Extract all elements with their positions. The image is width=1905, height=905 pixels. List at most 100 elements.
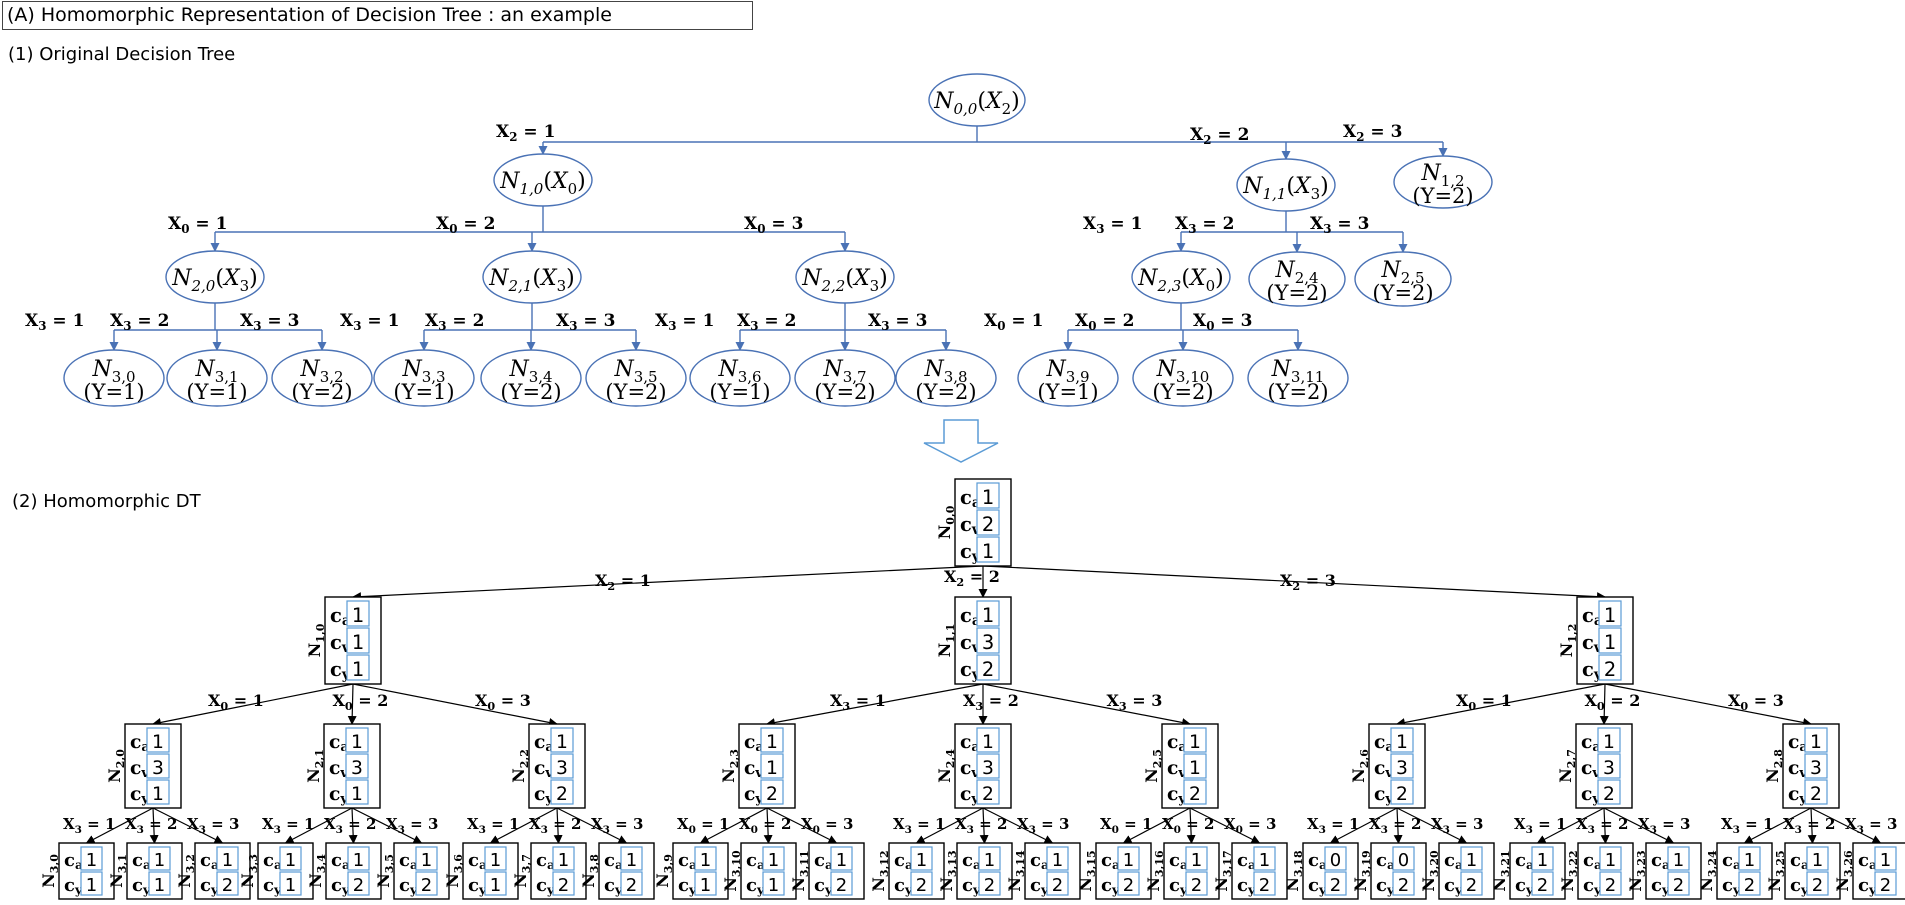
homo-row-label: cy [263, 875, 282, 897]
homo-edge-label: X0 = 3 [1728, 691, 1784, 713]
homo-node-name: N3,22 [1558, 850, 1580, 891]
homo-row-label: ca [960, 486, 981, 511]
homo-cell [550, 727, 574, 753]
homo-edge [766, 807, 838, 844]
homo-cell-value: 3 [982, 758, 994, 779]
homo-node-name: N3,11 [789, 850, 811, 891]
orig-edge-label: X0 = 1 [984, 311, 1043, 333]
homo-edge-label: X3 = 1 [1514, 815, 1566, 836]
homo-cell-value: 1 [982, 732, 994, 753]
homo-node-name: N2,5 [1142, 749, 1164, 783]
homo-cell [1460, 846, 1483, 871]
homo-cell [1667, 846, 1690, 871]
node-ellipse [1017, 349, 1119, 407]
homo-edge-label: X3 = 1 [1721, 815, 1773, 836]
homo-edge-label: X0 = 2 [1585, 691, 1641, 713]
homo-row-label: cv [1374, 757, 1393, 781]
homo-row-label: ca [1582, 604, 1603, 629]
homo-row-label: ca [132, 850, 151, 872]
orig-edge-group [538, 126, 1448, 160]
homo-row-label: cy [1237, 875, 1256, 897]
node-label: N2,0(X3) [171, 266, 258, 295]
node-label: N3,5 [613, 357, 657, 386]
homo-cell-value: 2 [984, 875, 995, 896]
homo-row-label: ca [64, 850, 83, 872]
homo-edge-label: X2 = 1 [595, 571, 651, 593]
homo-cell-value: 1 [984, 850, 995, 871]
homo-cell-value: 1 [1744, 850, 1755, 871]
homo-cell [1804, 779, 1828, 805]
orig-edge-group [109, 303, 327, 351]
orig-node: N3,4(Y=2) [480, 349, 582, 407]
homo-cell [345, 779, 369, 805]
node-ellipse [795, 250, 895, 304]
homo-node-name: N3,5 [374, 854, 396, 888]
homo-cell-value: 1 [1191, 850, 1202, 871]
homo-edge [1807, 807, 1817, 844]
orig-node: N3,2(Y=2) [271, 349, 373, 407]
homo-cell-value: 2 [1810, 784, 1822, 805]
homo-edge [1122, 807, 1191, 844]
homo-row-label: cy [1308, 875, 1327, 897]
orig-node: N1,0(X0) [493, 153, 593, 207]
homo-edge-label: X3 = 1 [262, 815, 314, 836]
homo-row-label: cy [399, 875, 418, 897]
homo-row-label: cy [1101, 875, 1120, 897]
homo-node-name: N2,0 [105, 749, 127, 783]
homo-cell-value: 2 [1812, 875, 1823, 896]
homo-node-name: N1,0 [305, 623, 327, 657]
homo-cell-value: 1 [353, 850, 364, 871]
homo-node-name: N2,4 [935, 749, 957, 783]
homo-cell-value: 1 [916, 850, 927, 871]
homo-cell-value: 1 [982, 486, 994, 509]
orig-node: N3,5(Y=2) [585, 349, 687, 407]
homo-edge [979, 807, 989, 844]
homo-cell-value: 1 [1603, 732, 1615, 753]
node-label: N3,10 [1156, 357, 1210, 386]
node-ellipse [1131, 250, 1231, 304]
homo-edge [1599, 683, 1609, 725]
homo-row-label: ca [1722, 850, 1741, 872]
homo-node-name: N3,26 [1833, 850, 1855, 892]
homo-row-label: cy [814, 875, 833, 897]
homo-row-label: cv [960, 513, 981, 538]
orig-node: N3,9(Y=1) [1017, 349, 1119, 407]
homo-cell [976, 753, 1000, 779]
homo-row-label: ca [894, 850, 913, 872]
homo-row-label: ca [1376, 850, 1395, 872]
homo-edge-label: X3 = 2 [1369, 815, 1421, 836]
homo-node-name: N2,3 [719, 749, 741, 783]
homo-cell [1324, 846, 1347, 871]
orig-node: N2,2(X3) [795, 250, 895, 304]
node-ellipse [1132, 349, 1234, 407]
homo-cell-value: 1 [154, 850, 165, 871]
node-label: N2,3(X0) [1137, 266, 1224, 295]
homo-row-label: ca [960, 604, 981, 629]
homo-edge [1743, 807, 1812, 844]
homo-edge [1810, 807, 1882, 844]
homo-cell-value: 1 [1259, 850, 1270, 871]
homo-row-label: cy [1444, 875, 1463, 897]
homo-edge-label: X0 = 2 [1162, 815, 1214, 836]
homo-row-label: cv [1581, 757, 1600, 781]
node-ellipse [928, 73, 1026, 127]
homo-cell [1392, 846, 1415, 871]
homo-cell [216, 871, 239, 896]
homo-row-label: ca [1788, 731, 1808, 755]
homo-cell [346, 654, 370, 681]
homo-edge-label: X3 = 2 [529, 815, 581, 836]
orig-node: N0,0(X2) [928, 73, 1026, 127]
node-class-label: (Y=1) [1037, 380, 1098, 404]
homo-cell-value: 1 [1880, 850, 1891, 871]
homo-cell [976, 509, 1000, 536]
node-ellipse [165, 250, 265, 304]
homo-cell [1874, 846, 1897, 871]
